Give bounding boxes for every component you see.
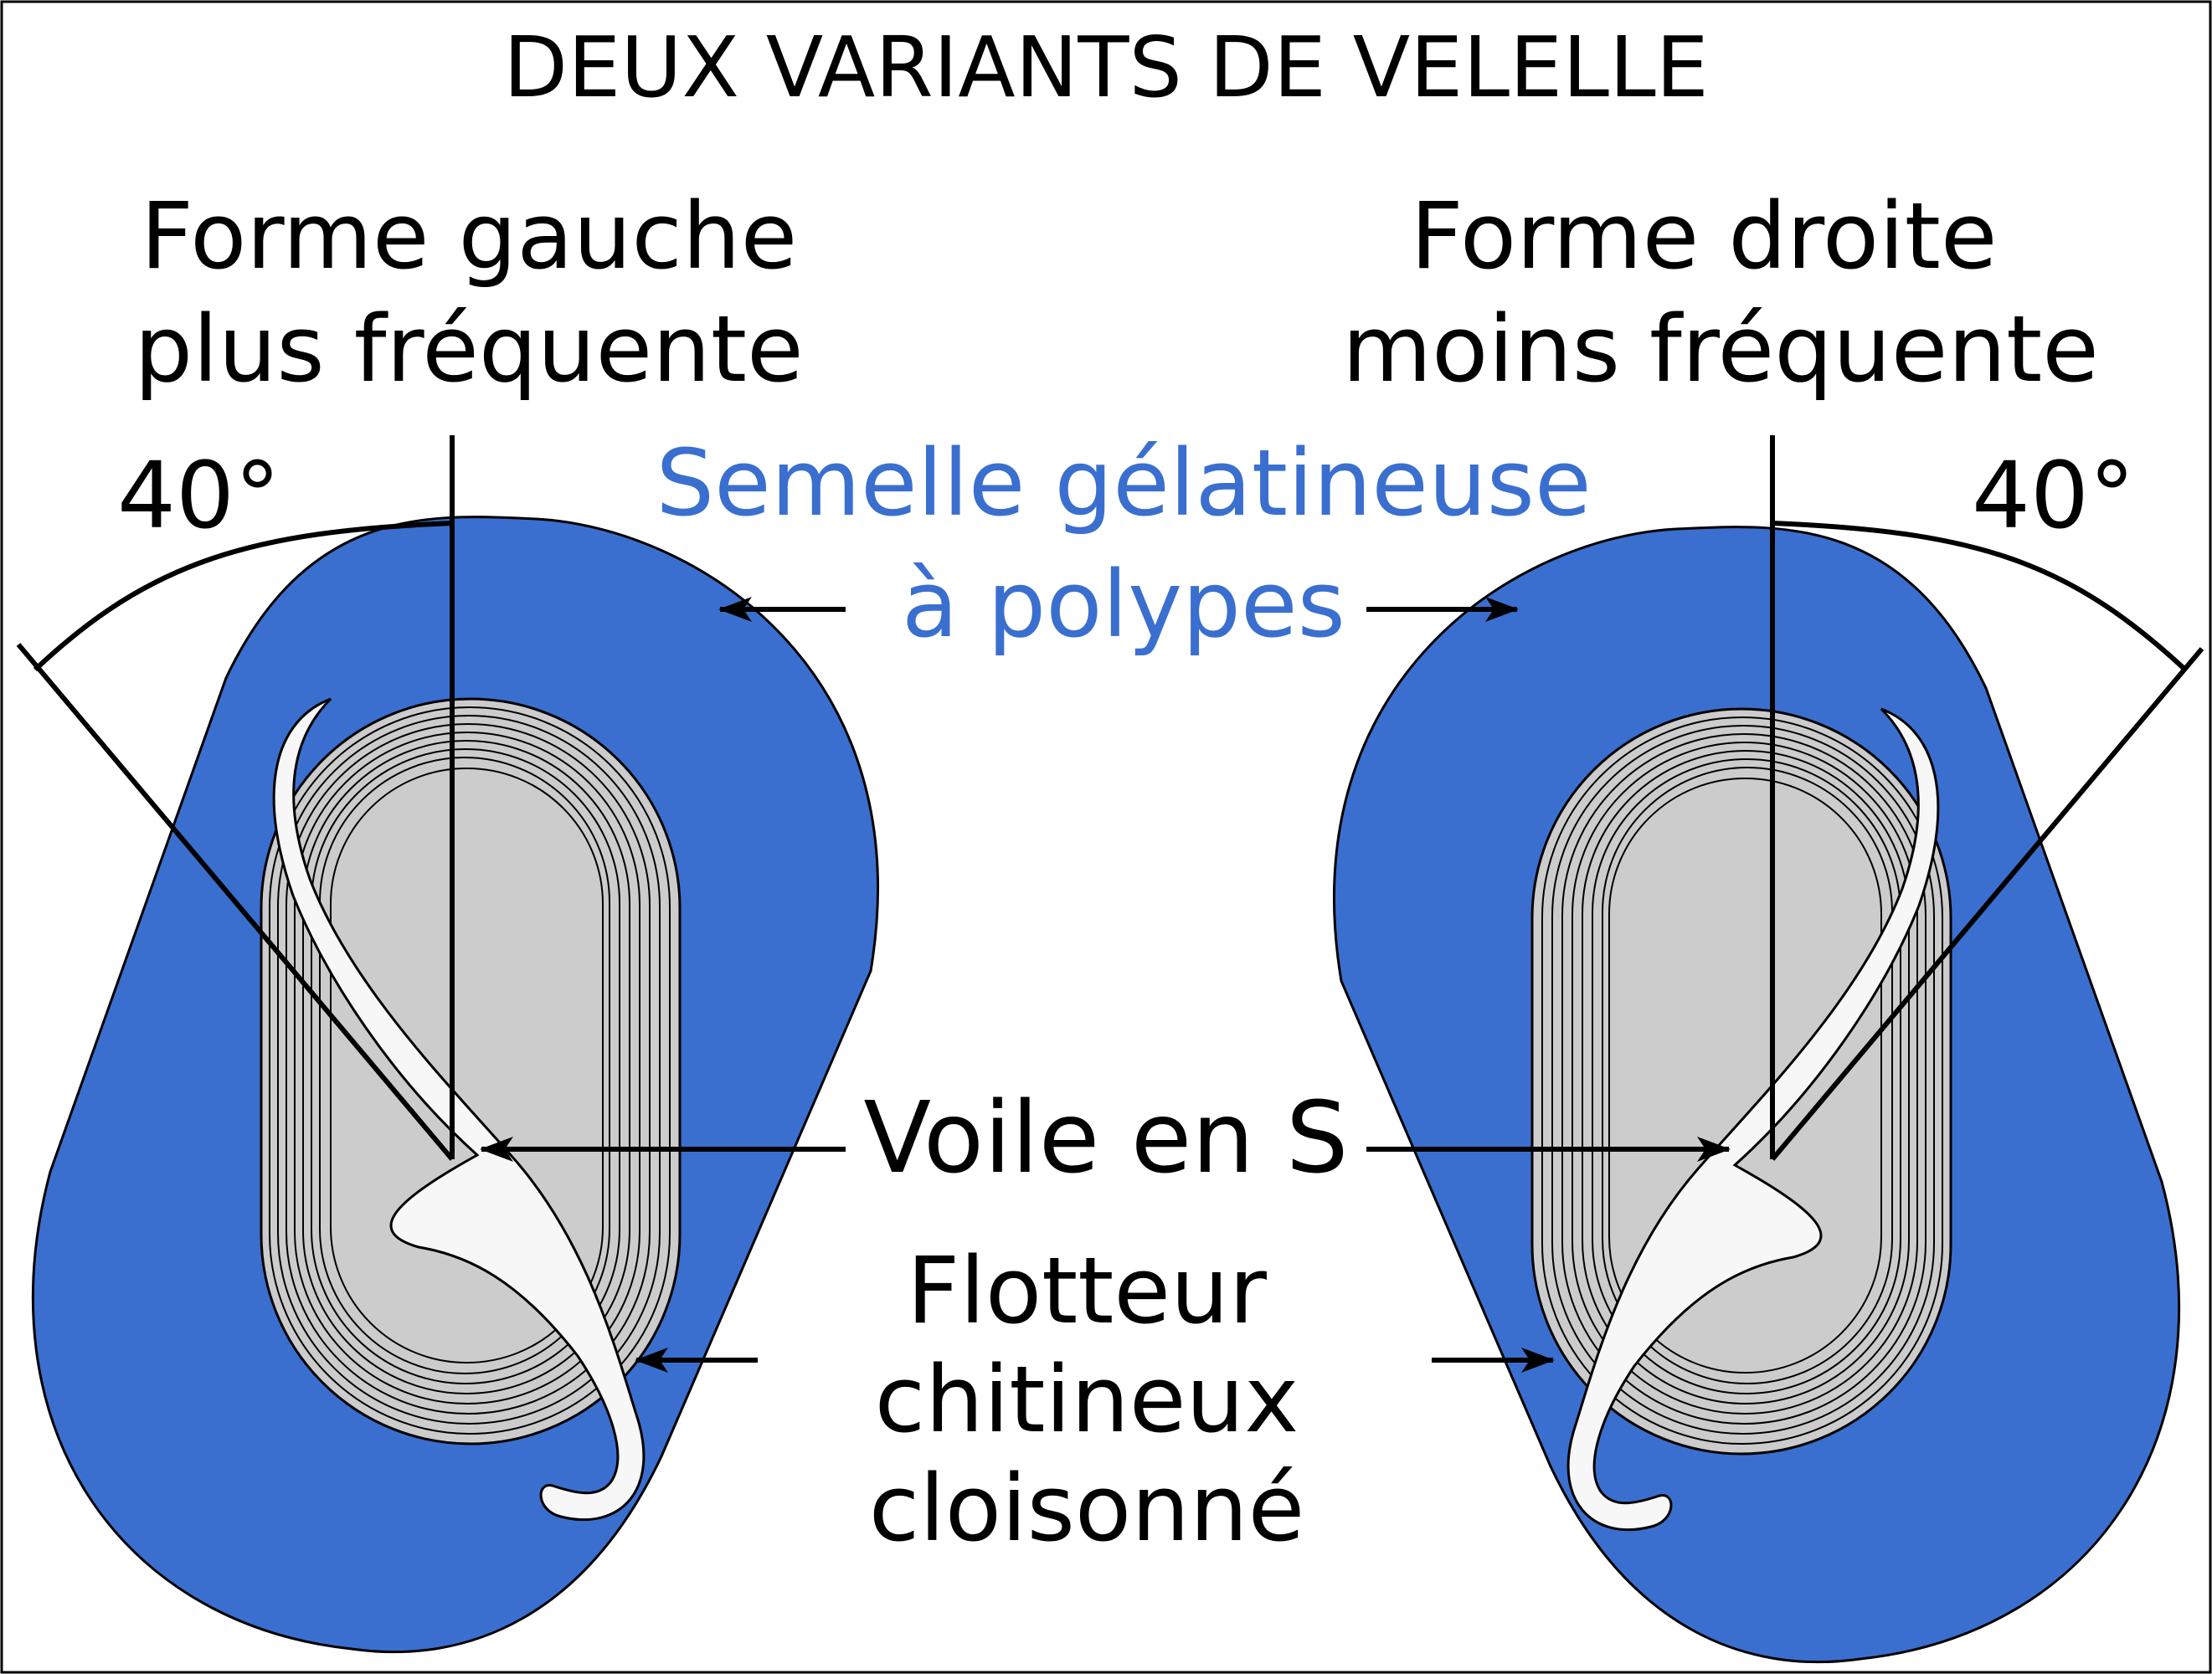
pointer-arrows	[480, 597, 1731, 1373]
right-heading-line2: moins fréquente	[1342, 295, 2099, 403]
sole-label-line2: à polypes	[902, 551, 1345, 658]
left-velella	[31, 516, 880, 1654]
float-label-line2: chitineux	[875, 1346, 1299, 1453]
left-form: 40° Forme gauche plus fréquente	[16, 182, 880, 1654]
left-heading-line2: plus fréquente	[134, 295, 803, 403]
right-angle-line	[1770, 647, 2204, 1161]
sole-label-line1: Semelle gélatineuse	[656, 429, 1591, 537]
right-velella	[1332, 526, 2181, 1664]
left-angle-line	[16, 643, 455, 1161]
diagram-title: DEUX VARIANTS DE VELELLE	[503, 18, 1709, 116]
right-angle-arc	[1772, 521, 2188, 672]
float-label-line3: cloisonné	[869, 1455, 1305, 1562]
right-form: 40° Forme droite moins fréquente	[1332, 182, 2204, 1664]
sail-label: Voile en S	[863, 1080, 1348, 1195]
right-heading-line1: Forme droite	[1410, 182, 1997, 290]
left-heading-line1: Forme gauche	[141, 182, 798, 290]
left-angle-label: 40°	[117, 442, 280, 549]
float-label-line1: Flotteur	[907, 1237, 1268, 1344]
left-angle-arc	[33, 521, 453, 672]
right-angle-label: 40°	[1972, 442, 2135, 549]
